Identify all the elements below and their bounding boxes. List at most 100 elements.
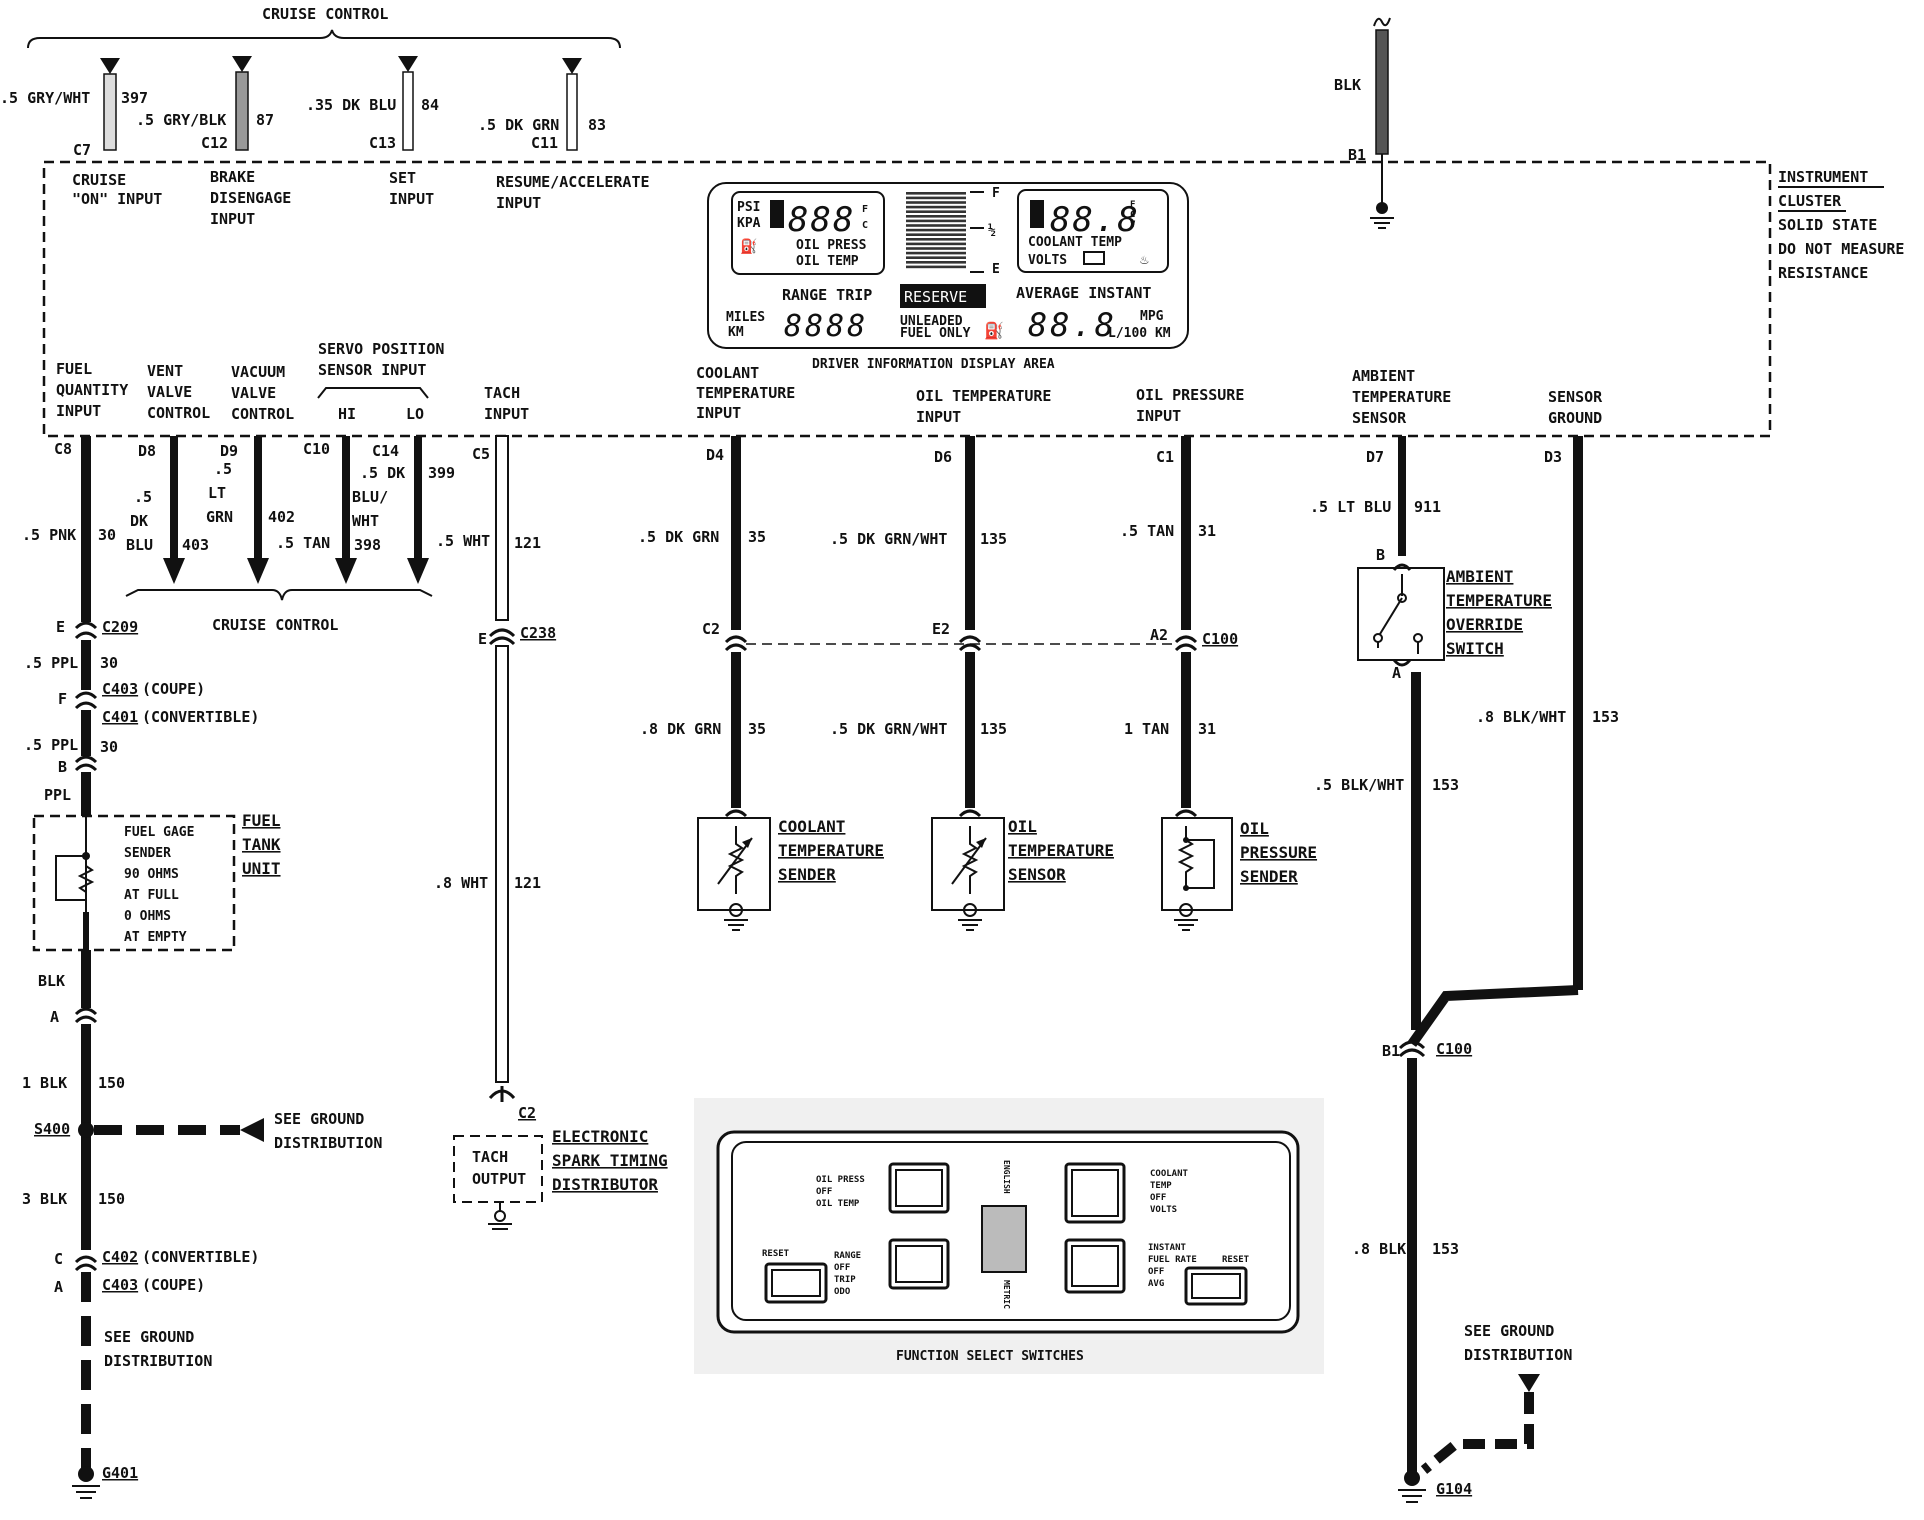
c100-b1-label: C100 bbox=[1436, 1040, 1472, 1058]
fuel-quantity-input-label-line: INPUT bbox=[56, 402, 101, 420]
blk-label: BLK bbox=[38, 972, 65, 990]
see-ground-distribution-3-label-line: SEE GROUND bbox=[1464, 1322, 1554, 1340]
fuel-rate-switch-button bbox=[1064, 1238, 1126, 1294]
connector-b bbox=[74, 755, 98, 772]
tan31-circuit: 31 bbox=[1198, 522, 1216, 540]
cruise-control-bottom-title: CRUISE CONTROL bbox=[212, 616, 338, 634]
wht-circuit: 121 bbox=[514, 534, 541, 552]
coolant-temperature-input-label-line: INPUT bbox=[696, 404, 741, 422]
oil-can-icon: ⛽ bbox=[740, 238, 757, 255]
fuel-gauge-bar bbox=[906, 192, 966, 195]
vacuum-valve-control-label-line: VACUUM bbox=[231, 363, 285, 381]
wire-tan-size: .5 TAN bbox=[276, 534, 330, 552]
pin-c1: C1 bbox=[1156, 448, 1174, 466]
wire-399-circuit: 399 bbox=[428, 464, 455, 482]
servo-bracket bbox=[317, 387, 429, 399]
g401-label: G401 bbox=[102, 1464, 138, 1482]
c238-label: C238 bbox=[520, 624, 556, 642]
c100-label: C100 bbox=[1202, 630, 1238, 648]
coolant-temperature-sender-label-line: COOLANT bbox=[778, 817, 845, 836]
sensor-e2-pin: E2 bbox=[932, 620, 950, 638]
c402-pin-c: C bbox=[54, 1250, 63, 1268]
wire-83-size: .5 DK GRN bbox=[478, 116, 559, 134]
l100km-label: L/100 KM bbox=[1108, 326, 1171, 341]
c209-label: C209 bbox=[102, 618, 138, 636]
gauge-e-label: E bbox=[992, 262, 1000, 277]
blk8-circuit: 153 bbox=[1432, 1240, 1459, 1258]
switch-coolant-labels-line: OFF bbox=[1150, 1193, 1166, 1203]
c2-tach-label: C2 bbox=[518, 1104, 536, 1122]
see-ground-distribution-2-label-line: SEE GROUND bbox=[104, 1328, 194, 1346]
ambient-temperature-sensor-label-line: AMBIENT bbox=[1352, 367, 1415, 385]
km-label: KM bbox=[728, 325, 744, 340]
oil-temperature-sensor-label-line: OIL bbox=[1008, 817, 1037, 836]
function-select-switches bbox=[694, 1098, 1324, 1374]
switch-fuel-rate-labels-line: AVG bbox=[1148, 1279, 1164, 1289]
wire-121-wht bbox=[495, 435, 509, 621]
connector-c100-b1 bbox=[1398, 1040, 1426, 1058]
svg-text:INSTRUMENT: INSTRUMENT bbox=[1778, 168, 1868, 186]
oil-temp-wire bbox=[958, 436, 982, 808]
ground-tach bbox=[488, 1202, 512, 1230]
oil-pressure-sender-label-line: PRESSURE bbox=[1240, 843, 1317, 862]
switch-range-labels-line: TRIP bbox=[834, 1275, 856, 1285]
svg-text:DO NOT MEASURE: DO NOT MEASURE bbox=[1778, 240, 1904, 258]
fuel-gauge-bar bbox=[906, 210, 966, 213]
oil-pressure-input-label-line: OIL PRESSURE bbox=[1136, 386, 1244, 404]
see-ground-distribution-label-line: SEE GROUND bbox=[274, 1110, 364, 1128]
function-select-switches-title: FUNCTION SELECT SWITCHES bbox=[896, 1349, 1084, 1364]
c100-b1-pin: B1 bbox=[1382, 1042, 1400, 1060]
fuel-gage-sender-label-line: 0 OHMS bbox=[124, 909, 171, 924]
ambient-switch-label-line: OVERRIDE bbox=[1446, 615, 1523, 634]
wire-403-size-a: .5 bbox=[134, 488, 152, 506]
pin-d7: D7 bbox=[1366, 448, 1384, 466]
fuel-gauge-bar bbox=[906, 265, 966, 269]
switch-range-labels-line: RANGE bbox=[834, 1251, 861, 1261]
ambient-temperature-override-switch bbox=[1357, 563, 1445, 667]
ltblu-circuit: 911 bbox=[1414, 498, 1441, 516]
instrument-cluster-box bbox=[42, 160, 1772, 438]
tan1-size: 1 TAN bbox=[1124, 720, 1169, 738]
oil-temperature-sensor-label-line: SENSOR bbox=[1008, 865, 1066, 884]
sensor-ground-label-line: SENSOR bbox=[1548, 388, 1603, 406]
coolant-temperature-sender-label-line: SENDER bbox=[778, 865, 836, 884]
driver-info-display bbox=[707, 182, 1189, 349]
fuel-gauge-bar bbox=[906, 256, 966, 259]
driver-display-area-label: DRIVER INFORMATION DISPLAY AREA bbox=[812, 357, 1055, 372]
oil-digits: 888 bbox=[788, 200, 855, 240]
psi-label: PSI bbox=[737, 200, 760, 215]
pin-c10: C10 bbox=[303, 440, 330, 458]
connector-a bbox=[74, 1007, 98, 1024]
wire-398-size-c: WHT bbox=[352, 512, 379, 530]
coolant-icon: ♨ bbox=[1140, 252, 1148, 268]
c403b-coupe: (COUPE) bbox=[142, 1276, 205, 1294]
fuel-gage-sender-label-line: AT FULL bbox=[124, 888, 179, 903]
pin-b1-top: B1 bbox=[1348, 146, 1366, 164]
blkwht8-size: .8 BLK/WHT bbox=[1476, 708, 1566, 726]
blkwht5-circuit: 153 bbox=[1432, 776, 1459, 794]
cruise-top-bracket bbox=[27, 29, 621, 49]
switch-range-labels-line: ODO bbox=[834, 1287, 851, 1297]
cluster-line-3: SOLID STATE bbox=[1778, 216, 1877, 234]
servo-hi-label: HI bbox=[338, 405, 356, 423]
coolant-wire bbox=[724, 436, 748, 808]
wire-402-size-c: GRN bbox=[206, 508, 233, 526]
coolant-switch-button bbox=[1064, 1162, 1126, 1224]
gauge-f-label: F bbox=[992, 186, 1000, 201]
connector-c209 bbox=[74, 621, 98, 640]
s400-label: S400 bbox=[34, 1120, 70, 1138]
connector-c402-c403 bbox=[74, 1255, 98, 1272]
c401-convertible: (CONVERTIBLE) bbox=[142, 708, 259, 726]
fuel-gauge-bar bbox=[906, 228, 966, 232]
fcv-labels-line: V bbox=[1130, 220, 1136, 230]
